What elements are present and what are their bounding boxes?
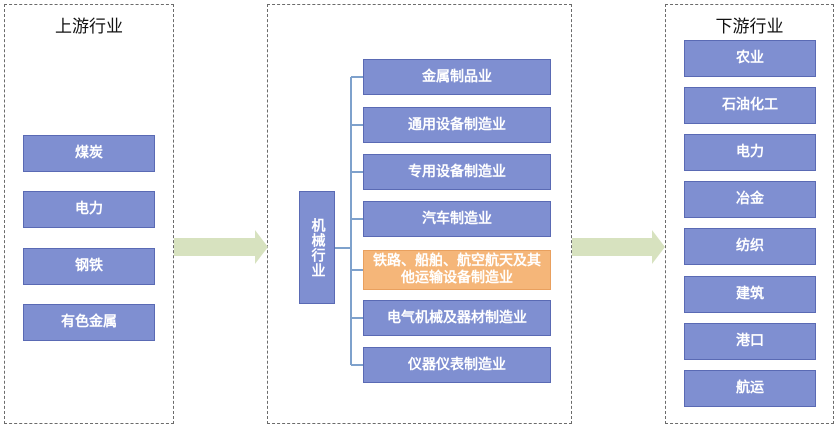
downstream-item: 纺织 — [684, 228, 816, 265]
downstream-panel: 下游行业 — [665, 4, 834, 424]
center-item: 通用设备制造业 — [363, 107, 551, 143]
center-panel — [267, 4, 572, 424]
machinery-industry-box: 机械行业 — [299, 191, 335, 304]
upstream-item: 煤炭 — [23, 135, 155, 172]
downstream-item: 石油化工 — [684, 87, 816, 124]
flow-arrow-left — [174, 230, 268, 264]
center-item: 仪器仪表制造业 — [363, 347, 551, 383]
downstream-item: 港口 — [684, 323, 816, 360]
downstream-item: 电力 — [684, 134, 816, 171]
center-item-highlighted: 铁路、船舶、航空航天及其他运输设备制造业 — [363, 250, 551, 290]
downstream-item: 冶金 — [684, 181, 816, 218]
downstream-item: 农业 — [684, 40, 816, 77]
downstream-title: 下游行业 — [715, 17, 784, 37]
flow-arrow-right — [572, 230, 665, 264]
upstream-item: 钢铁 — [23, 248, 155, 285]
upstream-item: 有色金属 — [23, 304, 155, 341]
center-item: 金属制品业 — [363, 59, 551, 95]
upstream-item: 电力 — [23, 191, 155, 228]
upstream-panel: 上游行业 — [4, 4, 174, 424]
downstream-item: 建筑 — [684, 276, 816, 313]
center-item: 专用设备制造业 — [363, 154, 551, 190]
upstream-title: 上游行业 — [55, 17, 123, 37]
center-item: 电气机械及器材制造业 — [363, 300, 551, 336]
center-item: 汽车制造业 — [363, 201, 551, 237]
downstream-item: 航运 — [684, 370, 816, 407]
